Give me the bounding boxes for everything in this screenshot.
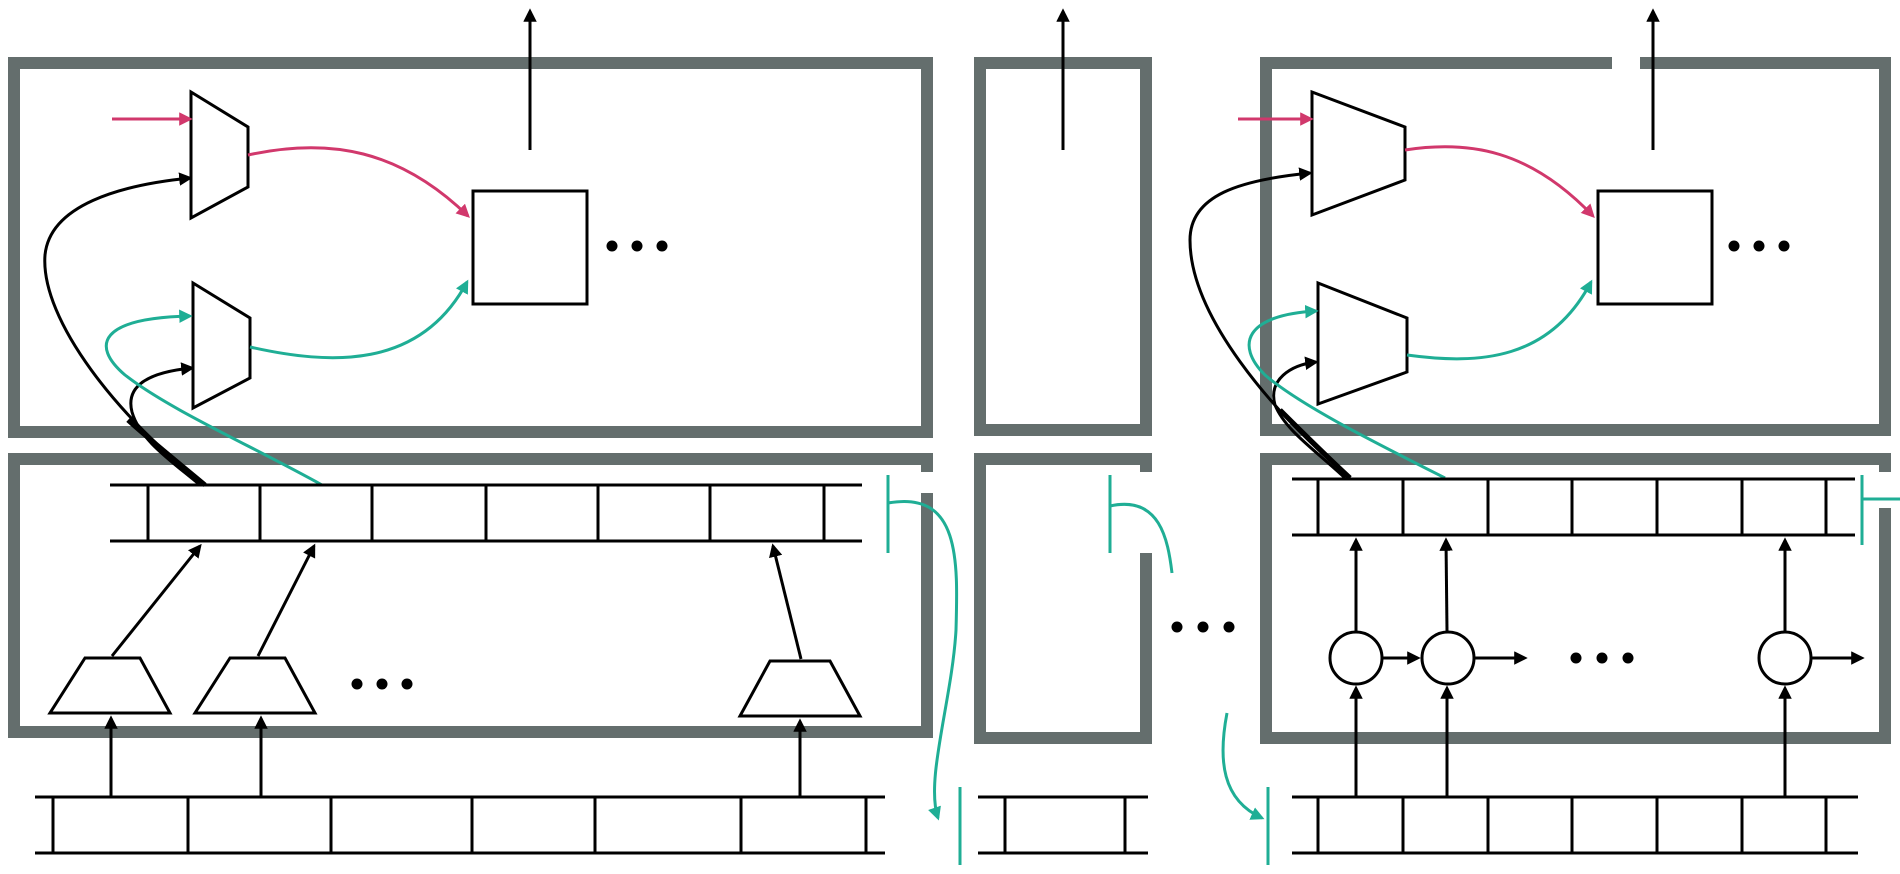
frames [8,57,1891,744]
input-register-left [35,795,885,855]
red-curve-right [1404,145,1595,218]
red-curve-left [247,146,470,218]
frame-bottom-left [8,453,933,738]
black-feedback-upper-right-thick [1278,408,1352,480]
frame-top-right [1260,57,1891,436]
black-feedback-upper-left [43,172,206,487]
black-feedback-upper-left-thick [126,418,207,487]
black-feedback-lower-left [129,362,201,487]
mux-upper-left [189,89,250,221]
mux-upper-right [1310,89,1407,218]
top-left-panel [43,8,668,487]
arrow-trap2-to-reg [256,543,316,657]
frame-bottom-right [1260,453,1891,744]
mux-lower-left [191,280,252,411]
teal-curve-right [1406,279,1593,361]
top-right-panel [1188,8,1790,480]
trapezoid-unit-3 [737,659,863,718]
trapezoid-unit-1 [47,656,173,715]
ellipsis-icon [1171,621,1235,633]
teal-link-left [887,499,959,821]
ellipsis-icon [351,678,413,690]
register-box-left [471,189,589,306]
bottom-right-panel [1292,475,1900,797]
shift-register-right [1292,477,1855,537]
adder-node-1 [1328,630,1384,686]
register-box-right [1596,189,1714,306]
teal-feedback-right [1247,304,1446,480]
mux-lower-right [1316,280,1409,407]
adder-node-3 [1757,630,1813,686]
arrow-trap1-to-reg [110,543,202,657]
ellipsis-icon [1728,240,1790,252]
bottom-middle-panel [1108,475,1265,820]
teal-link-middle-upper [1109,502,1174,574]
ellipsis-icon [1570,652,1634,664]
arrow-node2-to-reg [1439,537,1453,632]
bottom-left-panel [47,475,959,821]
teal-feedback-left [104,309,323,487]
teal-curve-left [249,279,469,360]
ellipsis-icon [606,240,668,252]
teal-link-middle-lower [1221,712,1265,820]
shift-register-left [110,483,862,543]
black-feedback-lower-right [1272,356,1347,480]
input-register-middle [978,795,1148,855]
arrow-trap3-to-reg [769,543,803,660]
trapezoid-unit-2 [192,656,318,715]
frame-bottom-middle [974,453,1152,744]
input-register-right [1292,795,1858,855]
frame-top-middle [974,57,1152,436]
adder-node-2 [1420,630,1476,686]
